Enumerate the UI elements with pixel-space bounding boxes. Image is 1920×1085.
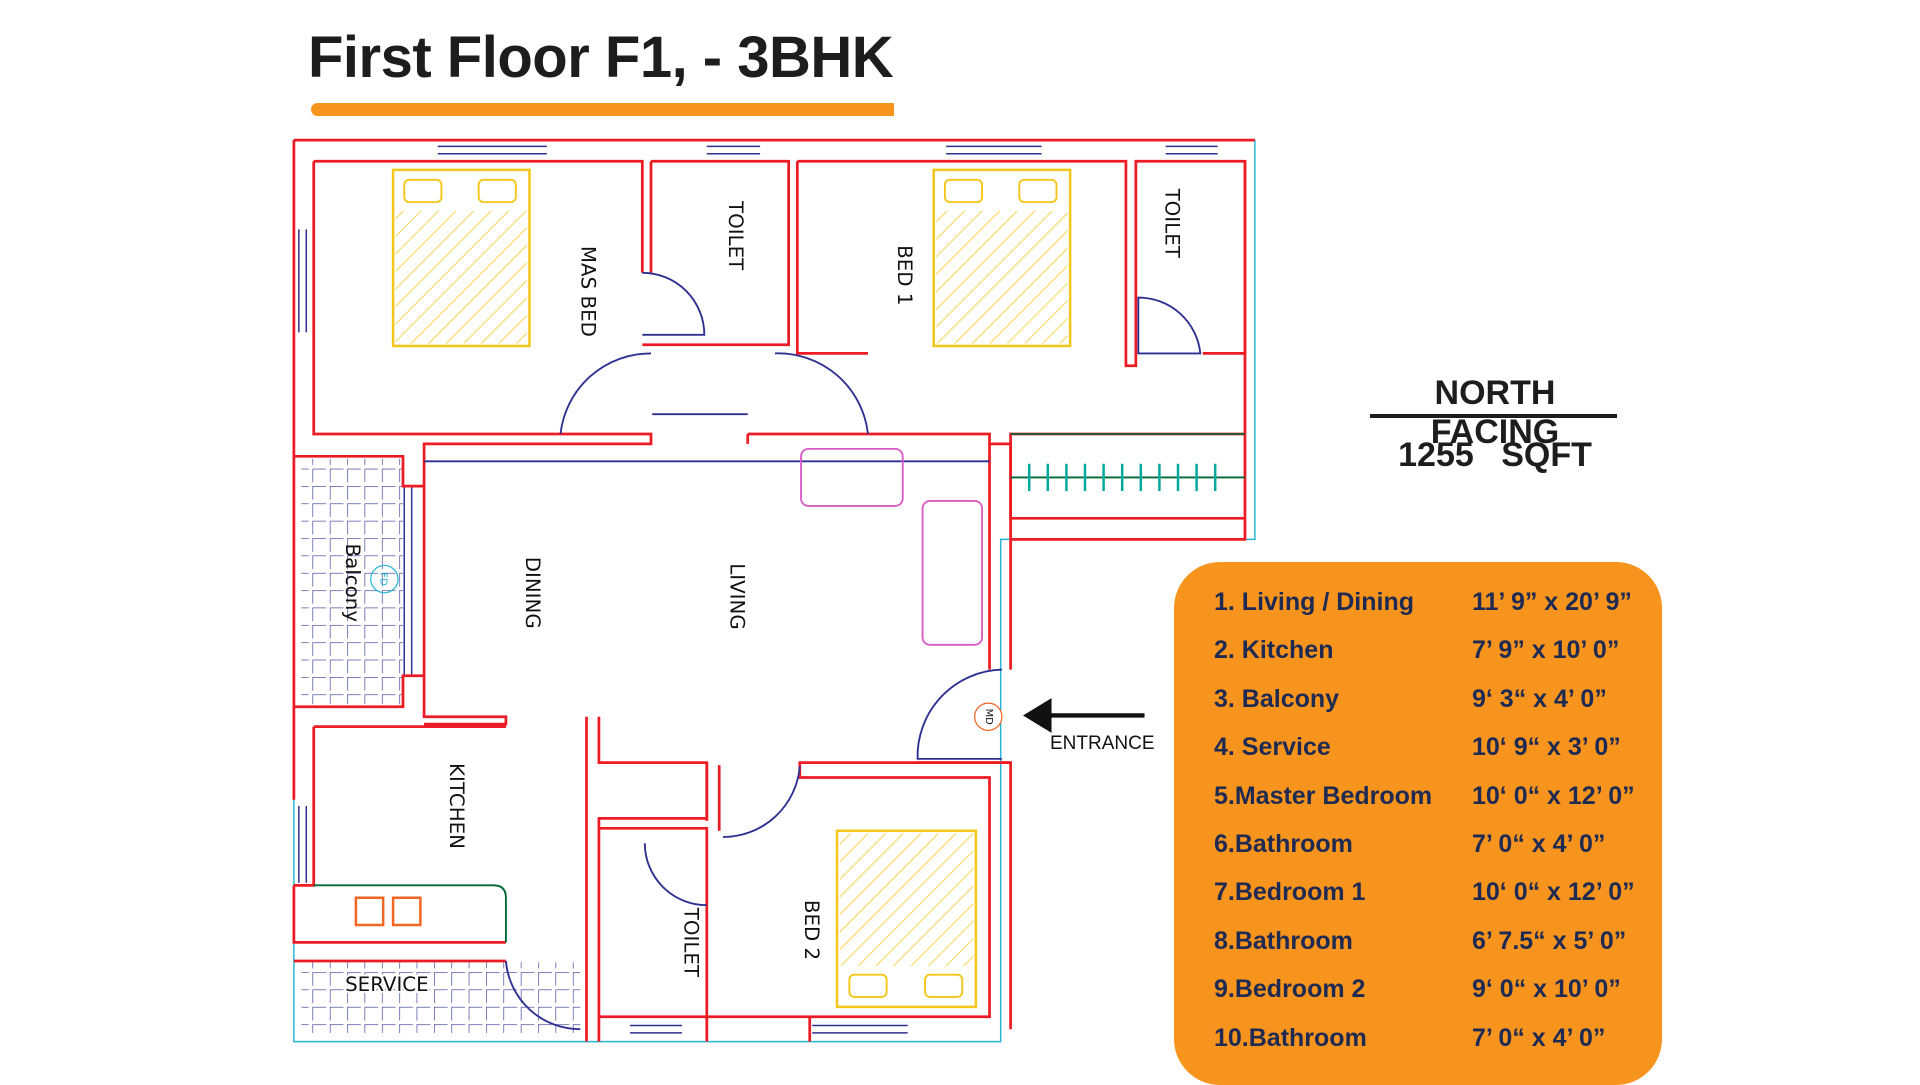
legend-row: 5.Master Bedroom 10‘ 0“ x 12’ 0” xyxy=(1214,782,1635,811)
legend-row: 4. Service 10‘ 9“ x 3’ 0” xyxy=(1214,733,1621,762)
room-size: 11’ 9” x 20’ 9” xyxy=(1472,588,1632,616)
wardrobe xyxy=(1010,433,1245,479)
area-label: 1255 SQFT xyxy=(1398,436,1592,474)
legend-row: 9.Bedroom 2 9‘ 0“ x 10’ 0” xyxy=(1214,975,1621,1004)
label-toilet-1: TOILET xyxy=(724,200,747,271)
label-living: LIVING xyxy=(725,563,748,630)
entrance-label: ENTRANCE xyxy=(1050,733,1155,754)
label-dining: DINING xyxy=(521,557,544,629)
room-size-legend: 1. Living / Dining 11’ 9” x 20’ 9” 2. Kit… xyxy=(1174,562,1662,1085)
label-bed-2: BED 2 xyxy=(800,900,823,960)
label-main-door: MD xyxy=(983,709,994,726)
room-name: 3. Balcony xyxy=(1214,685,1340,713)
room-name: 5.Master Bedroom xyxy=(1214,782,1433,810)
label-mas-bed: MAS BED xyxy=(577,246,600,337)
room-size: 9‘ 0“ x 10’ 0” xyxy=(1472,975,1621,1003)
room-size: 7’ 0“ x 4’ 0” xyxy=(1472,830,1606,858)
label-toilet-3: TOILET xyxy=(679,907,702,978)
legend-row: 6.Bathroom 7’ 0“ x 4’ 0” xyxy=(1214,830,1605,859)
room-size: 10‘ 0“ x 12’ 0” xyxy=(1472,878,1635,906)
bed-2 xyxy=(835,829,978,1009)
sofa-large xyxy=(921,500,984,646)
legend-row: 8.Bathroom 6’ 7.5“ x 5’ 0” xyxy=(1214,927,1626,956)
legend-row: 2. Kitchen 7’ 9” x 10’ 0” xyxy=(1214,636,1619,665)
room-size: 7’ 0“ x 4’ 0” xyxy=(1472,1024,1606,1052)
room-name: 9.Bedroom 2 xyxy=(1214,975,1366,1003)
room-size: 10‘ 9“ x 3’ 0” xyxy=(1472,733,1621,761)
label-balcony: Balcony xyxy=(341,543,364,622)
legend-row: 3. Balcony 9‘ 3“ x 4’ 0” xyxy=(1214,685,1607,714)
facing-underline xyxy=(1370,414,1617,418)
bed-master xyxy=(391,168,531,348)
wardrobe-hangers xyxy=(1027,463,1217,492)
legend-row: 7.Bedroom 1 10‘ 0“ x 12’ 0” xyxy=(1214,878,1635,907)
room-size: 10‘ 0“ x 12’ 0” xyxy=(1472,782,1635,810)
page-title: First Floor F1, - 3BHK xyxy=(308,25,894,90)
room-size: 9‘ 3“ x 4’ 0” xyxy=(1472,685,1607,713)
sofa-small xyxy=(800,447,904,507)
service-tiles xyxy=(301,962,581,1033)
room-name: 10.Bathroom xyxy=(1214,1024,1367,1052)
stove-icon xyxy=(354,896,422,927)
label-french-door: FD xyxy=(378,572,389,586)
french-door-marker xyxy=(370,564,399,594)
entrance-arrow-icon xyxy=(1023,698,1145,733)
room-name: 6.Bathroom xyxy=(1214,830,1353,858)
room-name: 1. Living / Dining xyxy=(1214,588,1414,616)
balcony-tiles xyxy=(301,458,403,705)
main-door-marker xyxy=(974,702,1003,731)
facing-label: NORTH FACING xyxy=(1430,374,1560,451)
label-bed-1: BED 1 xyxy=(893,245,916,305)
title-underline xyxy=(311,103,894,116)
legend-row: 10.Bathroom 7’ 0“ x 4’ 0” xyxy=(1214,1024,1605,1053)
windows xyxy=(298,145,1218,1034)
bed-1 xyxy=(932,168,1072,348)
legend-row: 1. Living / Dining 11’ 9” x 20’ 9” xyxy=(1214,588,1632,617)
room-name: 2. Kitchen xyxy=(1214,636,1334,664)
room-name: 7.Bedroom 1 xyxy=(1214,878,1366,906)
label-service: SERVICE xyxy=(345,973,429,996)
room-size: 7’ 9” x 10’ 0” xyxy=(1472,636,1620,664)
label-toilet-2: TOILET xyxy=(1161,188,1184,259)
kitchen-counter xyxy=(313,884,507,943)
room-size: 6’ 7.5“ x 5’ 0” xyxy=(1472,927,1627,955)
walls xyxy=(292,138,1255,1042)
door-swings xyxy=(424,271,1202,1031)
room-name: 4. Service xyxy=(1214,733,1331,761)
room-name: 8.Bathroom xyxy=(1214,927,1353,955)
label-kitchen: KITCHEN xyxy=(445,763,468,849)
